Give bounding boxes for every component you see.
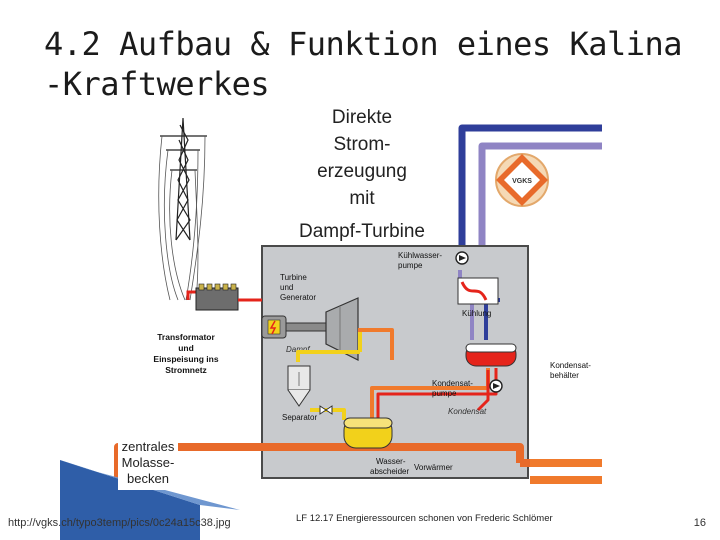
slide-title: 4.2 Aufbau & Funktion eines Kalina -Kraf… bbox=[44, 24, 683, 104]
molasse-label-2: Molasse- bbox=[122, 455, 175, 470]
valve-icon bbox=[319, 405, 333, 415]
turbine-icon bbox=[325, 297, 359, 361]
turbine-label-3: Generator bbox=[280, 293, 316, 302]
title-line-1: 4.2 Aufbau & Funktion eines Kalina bbox=[44, 25, 683, 63]
water-separator-label-2: abscheider bbox=[370, 467, 409, 476]
steam-label: Dampf bbox=[286, 345, 310, 354]
cooling-label: Kühlung bbox=[462, 309, 491, 318]
transformer-label-2: und bbox=[178, 343, 194, 353]
transformer-label-1: Transformator bbox=[157, 332, 215, 342]
water-separator-icon bbox=[343, 417, 393, 449]
condensate-tank-label-1: Kondensat- bbox=[550, 361, 591, 370]
footer-url: http://vgks.ch/typo3temp/pics/0c24a15c38… bbox=[8, 517, 231, 529]
headline-line-2: Strom- bbox=[334, 134, 391, 155]
footer-course: LF 12.17 Energieressourcen schonen von F… bbox=[296, 513, 553, 524]
condensate-label: Kondensat bbox=[448, 407, 487, 416]
molasse-label-bg bbox=[118, 436, 178, 490]
headline-line-3: erzeugung bbox=[317, 161, 407, 182]
preheater-label: Vorwärmer bbox=[414, 463, 453, 472]
transformer-label-3: Einspeisung ins bbox=[153, 354, 218, 364]
transformer-label-4: Stromnetz bbox=[165, 365, 207, 375]
cooling-pump-label-1: Kühlwasser- bbox=[398, 251, 442, 260]
cooler-icon bbox=[457, 277, 499, 305]
condensate-tank-label-2: behälter bbox=[550, 371, 579, 380]
headline: Direkte Strom- erzeugung mit Dampf-Turbi… bbox=[299, 107, 425, 242]
condensate-tank-icon bbox=[465, 343, 517, 367]
logo-text: VGKS bbox=[512, 178, 532, 185]
turbine-label-2: und bbox=[280, 283, 293, 292]
headline-line-5: Dampf-Turbine bbox=[299, 221, 425, 242]
headline-line-4: mit bbox=[349, 188, 375, 209]
page-number: 16 bbox=[693, 517, 706, 529]
condensate-pump-label-2: pumpe bbox=[432, 389, 457, 398]
title-line-2: -Kraftwerkes bbox=[44, 65, 270, 103]
power-pylon-icon bbox=[158, 117, 207, 301]
turbine-label-1: Turbine bbox=[280, 273, 307, 282]
headline-line-1: Direkte bbox=[332, 107, 392, 128]
condensate-pump-label-1: Kondensat- bbox=[432, 379, 473, 388]
transformer-icon bbox=[186, 283, 262, 311]
separator-label: Separator bbox=[282, 413, 317, 422]
separator-icon bbox=[287, 365, 311, 407]
water-separator-label-1: Wasser- bbox=[376, 457, 406, 466]
vgks-logo: VGKS bbox=[495, 153, 549, 207]
cooling-pump-label-2: pumpe bbox=[398, 261, 423, 270]
molasse-label-3: becken bbox=[127, 471, 169, 486]
molasse-basin bbox=[60, 460, 240, 540]
molasse-label-1: zentrales bbox=[122, 439, 175, 454]
